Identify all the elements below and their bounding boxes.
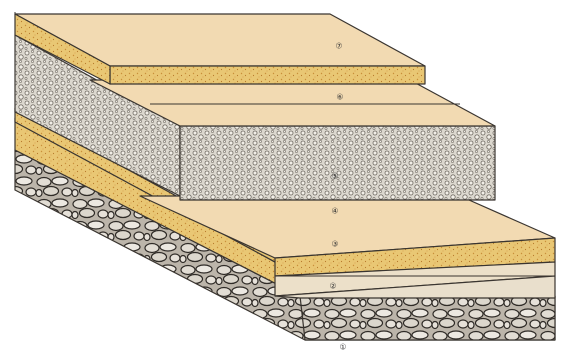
- layer-number-gravel-concrete: ⑥: [336, 93, 343, 102]
- layer-number-rubble-base: ②: [329, 282, 336, 291]
- gravel-concrete-front: [180, 126, 495, 200]
- rubble-stone-front: [300, 296, 555, 340]
- layer-number-sand-cushion: ③: [331, 240, 338, 249]
- layer-number-surface-b: ⑤: [331, 172, 338, 181]
- layer-number-top-slab: ⑦: [335, 42, 342, 51]
- top-slab-sand-front: [110, 66, 425, 84]
- layer-number-surface-a: ④: [331, 207, 338, 216]
- layer-stack: [15, 12, 555, 340]
- layer-number-subgrade: ①: [339, 343, 346, 352]
